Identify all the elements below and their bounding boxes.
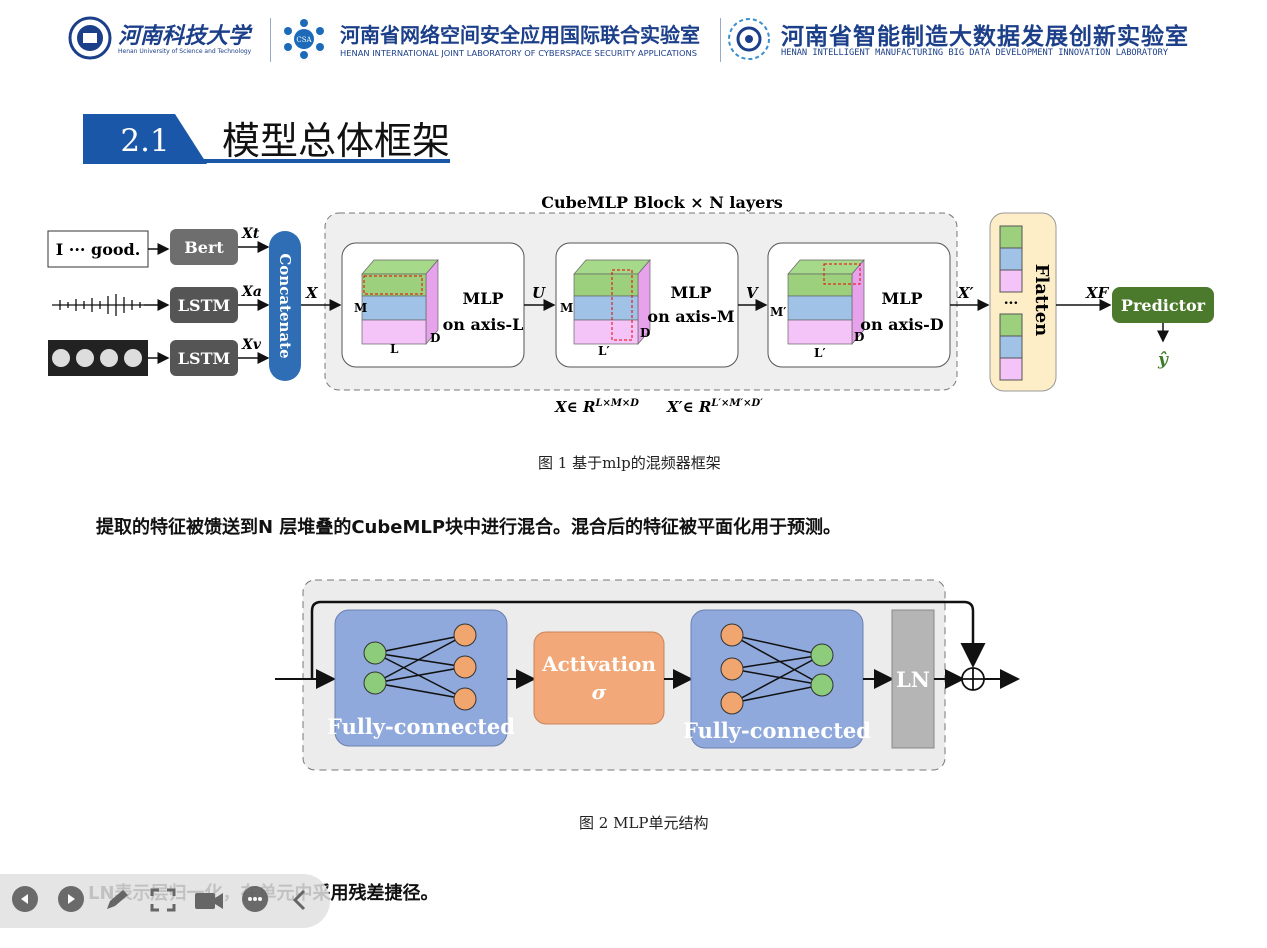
- lstm-video-box: [170, 340, 238, 376]
- svg-text:D: D: [854, 330, 864, 344]
- pen-icon[interactable]: [104, 888, 130, 912]
- svg-text:CSA: CSA: [296, 36, 312, 44]
- figure2-caption: 图 2 MLP单元结构: [579, 814, 709, 832]
- figure1-caption: 图 1 基于mlp的混频器框架: [538, 454, 721, 472]
- section-underline: [83, 159, 450, 163]
- flatten-block: ... Flatten: [989, 212, 1057, 392]
- cube-icon: [361, 259, 439, 345]
- bert-label: Bert: [184, 238, 224, 257]
- svg-text:MLP: MLP: [463, 289, 504, 308]
- ln-block: [891, 609, 935, 749]
- x-prime-label: X′: [957, 284, 974, 302]
- cube-icon: [787, 259, 865, 345]
- fully-connected-1-block: Fully-connected: [327, 609, 515, 747]
- block-title: CubeMLP Block × N layers: [541, 193, 783, 212]
- video-frames-icon: [48, 340, 148, 376]
- prev-icon[interactable]: [12, 886, 38, 912]
- flatten-label: Flatten: [1031, 264, 1052, 336]
- v-label: V: [746, 284, 759, 302]
- fc1-label: Fully-connected: [327, 714, 515, 739]
- fullscreen-icon[interactable]: [150, 888, 176, 912]
- svg-text:M: M: [560, 301, 573, 315]
- svg-text:M′: M′: [770, 305, 786, 319]
- ln-label: LN: [896, 667, 930, 692]
- more-icon[interactable]: [242, 886, 268, 912]
- xf-label: XF: [1085, 284, 1110, 302]
- lab2-name-cn: 河南省智能制造大数据发展创新实验室: [781, 24, 1189, 50]
- sigma-label: σ: [592, 680, 607, 704]
- svg-text:L′: L′: [598, 344, 610, 358]
- lab2-name-en: HENAN INTELLIGENT MANUFACTURING BIG DATA…: [781, 48, 1169, 58]
- mlp-axis-m-unit: M L′ D MLP on axis-M: [555, 242, 739, 368]
- svg-text:L′: L′: [814, 346, 826, 360]
- mlp-axis-d-unit: M′ L′ D MLP on axis-D: [767, 242, 951, 368]
- residual-add-icon: [961, 667, 985, 691]
- presentation-toolbar: [0, 874, 330, 928]
- audio-waveform-icon: [52, 294, 144, 316]
- cube-m-label: M: [354, 301, 367, 315]
- u-label: U: [532, 284, 546, 302]
- fully-connected-2-block: Fully-connected: [683, 609, 871, 749]
- predictor-label: Predictor: [1121, 296, 1206, 315]
- section-number-badge: 2.1: [83, 114, 207, 164]
- svg-text:MLP: MLP: [882, 289, 923, 308]
- next-icon[interactable]: [58, 886, 84, 912]
- predictor-box: [1112, 287, 1214, 323]
- university-name-cn: 河南科技大学: [118, 23, 251, 49]
- svg-text:D: D: [640, 326, 650, 340]
- cyberspace-lab-logo-icon: CSA: [284, 19, 324, 59]
- xt-label: Xt: [241, 226, 260, 242]
- text-input-box: [47, 230, 149, 268]
- svg-text:on axis-L: on axis-L: [443, 315, 524, 334]
- cubemlp-framework-figure: CubeMLP Block × N layers I ··· good. Ber…: [47, 193, 1214, 416]
- lstm-video-label: LSTM: [178, 349, 230, 368]
- paragraph-1: 提取的特征被馈送到N 层堆叠的CubeMLP块中进行混合。混合后的特征被平面化用…: [96, 517, 842, 538]
- concatenate-label: Concatenate: [276, 253, 294, 358]
- lab1-name-en: HENAN INTERNATIONAL JOINT LABORATORY OF …: [340, 48, 698, 58]
- back-icon[interactable]: [288, 888, 312, 912]
- dim-x-prime-label: X′∈ RL′×M′×D′: [666, 398, 763, 416]
- activation-block: Activation σ: [533, 631, 665, 725]
- lstm-audio-label: LSTM: [178, 296, 230, 315]
- lstm-audio-box: [170, 287, 238, 323]
- fc2-label: Fully-connected: [683, 718, 871, 743]
- university-name-en: Henan University of Science and Technolo…: [118, 48, 252, 55]
- text-input-label: I ··· good.: [56, 240, 141, 259]
- svg-text:on axis-M: on axis-M: [647, 307, 734, 326]
- xa-label: Xa: [241, 284, 262, 300]
- header-divider: [720, 18, 721, 62]
- manufacturing-lab-logo-icon: [728, 18, 770, 60]
- camera-icon[interactable]: [194, 888, 224, 912]
- svg-text:MLP: MLP: [671, 283, 712, 302]
- cube-l-label: L: [390, 342, 399, 356]
- dim-x-label: X∈ RL×M×D: [554, 398, 639, 416]
- prediction-output-label: ŷ: [1157, 350, 1169, 370]
- bert-box: [170, 229, 238, 265]
- university-seal-icon: [68, 16, 112, 60]
- mlp-unit-figure: Fully-connected Activation σ Fully-conne…: [275, 579, 1020, 771]
- cube-d-label: D: [430, 331, 440, 345]
- svg-text:2.1: 2.1: [120, 123, 169, 159]
- svg-text:on axis-D: on axis-D: [860, 315, 944, 334]
- x-label: X: [305, 284, 319, 302]
- lab1-name-cn: 河南省网络空间安全应用国际联合实验室: [340, 23, 700, 47]
- concatenate-box: [269, 231, 301, 381]
- activation-label: Activation: [541, 652, 656, 676]
- cube-icon: [573, 259, 651, 345]
- section-title: 模型总体框架: [222, 119, 451, 163]
- header-divider: [270, 18, 271, 62]
- mlp-axis-l-unit: M L D MLP on axis-L: [341, 242, 525, 368]
- xv-label: Xv: [241, 337, 262, 353]
- svg-text:...: ...: [1004, 292, 1019, 308]
